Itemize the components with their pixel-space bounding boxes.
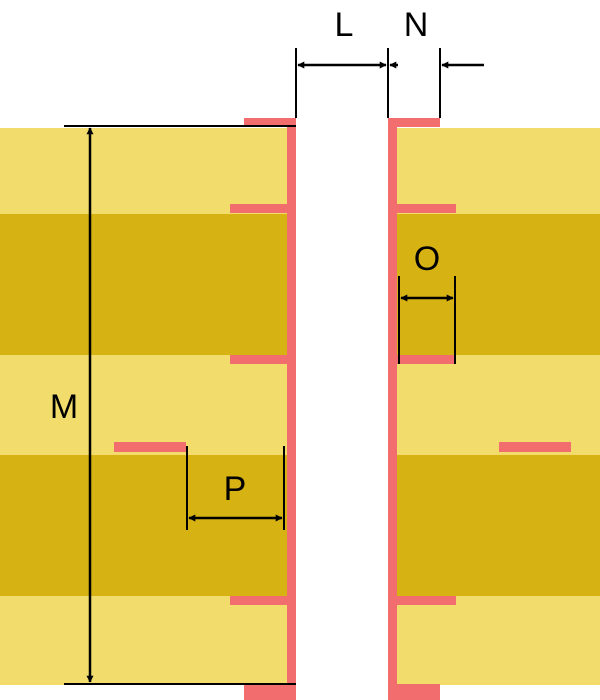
dimension-p: P [186,446,285,530]
pad-inner-1-right [388,204,456,213]
pad-top-right [388,118,440,127]
dimension-o-label: O [414,240,440,278]
dimension-p-label: P [224,470,247,508]
dimension-l-label: L [335,6,354,44]
pad-inner-3-left [230,596,296,605]
dimension-m-label: M [50,388,78,426]
barrel-wall-left [287,118,296,700]
antipad-trace-left [114,442,186,452]
dimension-m: M [50,125,296,685]
pad-inner-3-right [388,596,456,605]
pad-inner-1-left [230,204,296,213]
pad-bottom-right [388,684,440,700]
copper-plating [114,118,571,700]
pad-inner-2-right [388,355,456,364]
pad-top-left [244,118,296,127]
dimension-n-label: N [404,6,429,44]
dimension-l: L [295,6,389,118]
barrel-wall-right [388,118,397,700]
dimension-o: O [398,240,456,364]
antipad-trace-right [499,442,571,452]
pad-bottom-left [244,684,296,700]
dimension-n: N [389,6,484,118]
pad-inner-2-left [230,355,296,364]
via-hole [296,118,388,700]
